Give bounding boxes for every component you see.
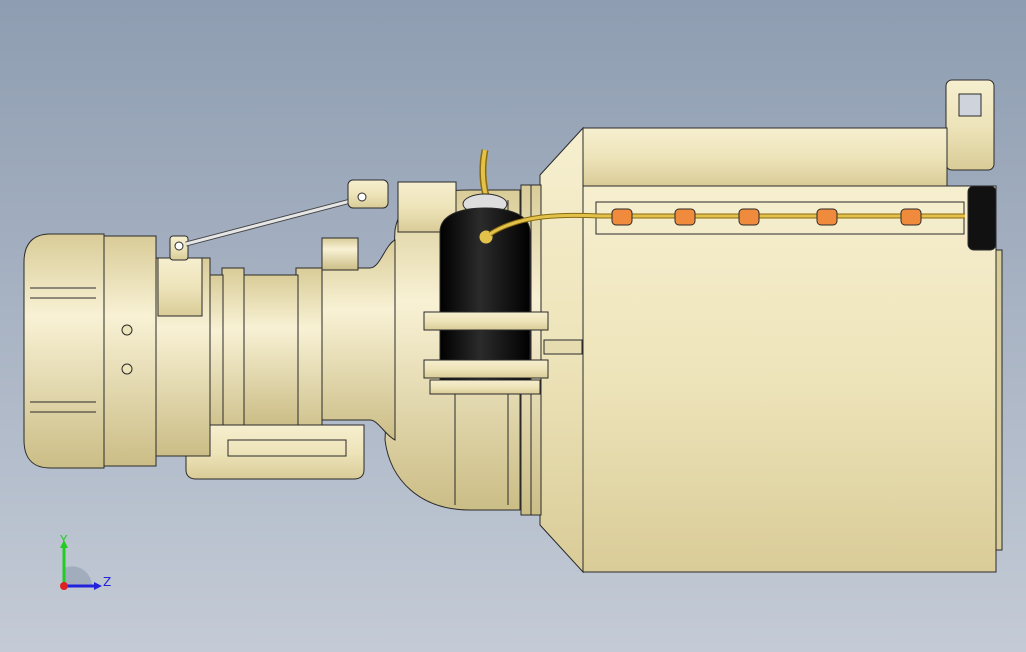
pump-neck (202, 237, 396, 441)
z-axis-label: Z (103, 575, 112, 589)
tie-rod (185, 179, 389, 247)
main-housing (577, 79, 1003, 573)
y-axis-label: Y (60, 533, 68, 547)
coordinate-triad (60, 540, 102, 590)
hose-line (488, 185, 997, 251)
bell-housing (520, 126, 584, 574)
electric-motor (23, 233, 211, 469)
base-foot (185, 424, 365, 480)
oil-reservoir (423, 149, 549, 395)
